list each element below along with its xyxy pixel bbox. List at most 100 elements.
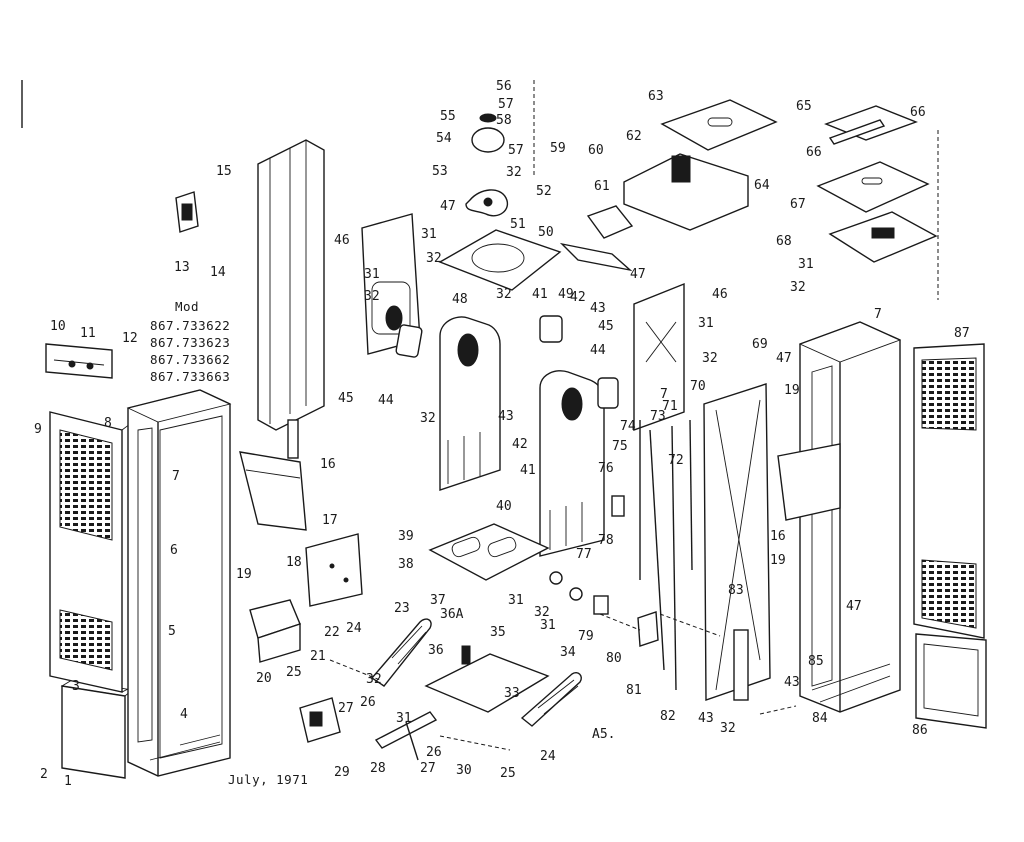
part-52-fan-blade (465, 189, 509, 217)
callout-label: 46 (712, 287, 728, 302)
callout-label: 59 (550, 141, 566, 156)
callout-label: 50 (538, 225, 554, 240)
callout-label: 16 (320, 457, 336, 472)
callout-label: 68 (776, 234, 792, 249)
callout-label: 28 (370, 761, 386, 776)
callout-label: 30 (456, 763, 472, 778)
callout-label: 54 (436, 131, 452, 146)
callout-label: 66 (806, 145, 822, 160)
part-45-heat-exchanger-right (633, 282, 685, 431)
callout-label: 22 (324, 625, 340, 640)
callout-label: 43 (590, 301, 606, 316)
part-6-front-grille-panel (49, 411, 131, 693)
callout-label: 53 (432, 164, 448, 179)
callout-label: 31 (508, 593, 524, 608)
callout-label: 17 (322, 513, 338, 528)
part-42-gasket (539, 315, 563, 343)
part-76-clip (611, 495, 625, 517)
callout-label: 73 (650, 409, 666, 424)
callout-label: 32 (426, 251, 442, 266)
callout-label: 83 (728, 583, 744, 598)
callout-label: 19 (770, 553, 786, 568)
part-28-manifold (374, 711, 438, 761)
part-48-top-plate (438, 229, 562, 291)
part-83-bracket (733, 629, 749, 701)
part-10-11-control-strip (45, 343, 113, 379)
callout-label: 15 (216, 164, 232, 179)
callout-label: 35 (490, 625, 506, 640)
callout-label: 47 (440, 199, 456, 214)
part-87-right-grille-panel (913, 343, 985, 639)
callout-label: 72 (668, 453, 684, 468)
part-69-back-panel (703, 383, 771, 701)
callout-label: 8 (104, 416, 112, 431)
callout-label: 33 (504, 686, 520, 701)
callout-label: 32 (702, 351, 718, 366)
callout-label: 75 (612, 439, 628, 454)
part-66-strips (824, 105, 918, 145)
callout-label: 66 (910, 105, 926, 120)
callout-label: 5 (168, 624, 176, 639)
callout-label: 26 (426, 745, 442, 760)
callout-label: 32 (534, 605, 550, 620)
callout-label: 32 (790, 280, 806, 295)
part-68-plate (828, 211, 938, 263)
part-16-deflector-left (239, 451, 307, 531)
callout-label: 77 (576, 547, 592, 562)
callout-label: 44 (590, 343, 606, 358)
part-67-plate (816, 161, 930, 213)
callout-label: 7 (660, 387, 668, 402)
part-39-base-tray (428, 523, 550, 581)
part-1-lower-front-panel (60, 679, 134, 779)
callout-label: 60 (588, 143, 604, 158)
part-41-heat-exchanger-rear (539, 370, 605, 557)
part-16-deflector-right (777, 443, 841, 521)
callout-label: 79 (578, 629, 594, 644)
callout-label: 69 (752, 337, 768, 352)
callout-label: 42 (570, 290, 586, 305)
callout-label: 41 (520, 463, 536, 478)
part-79-fitting (569, 587, 583, 601)
callout-label: 32 (506, 165, 522, 180)
callout-label: 67 (790, 197, 806, 212)
callout-label: 19 (236, 567, 252, 582)
model-number: 867.733662 (150, 352, 230, 367)
callout-label: 31 (421, 227, 437, 242)
callout-label: 85 (808, 654, 824, 669)
callout-label: 57 (498, 97, 514, 112)
part-23-burner-left (370, 618, 432, 687)
callout-label: 25 (500, 766, 516, 781)
callout-label: 44 (378, 393, 394, 408)
part-29-gas-valve (299, 697, 341, 743)
callout-label: 43 (698, 711, 714, 726)
callout-label: 82 (660, 709, 676, 724)
callout-label: 57 (508, 143, 524, 158)
callout-label: 2 (40, 767, 48, 782)
part-61-flue-box (586, 205, 634, 239)
callout-label: 9 (34, 422, 42, 437)
callout-label: 12 (122, 331, 138, 346)
callout-label: 65 (796, 99, 812, 114)
part-44-gasket-left (395, 324, 423, 358)
callout-label: 31 (540, 618, 556, 633)
callout-label: 78 (598, 533, 614, 548)
callout-label: 45 (598, 319, 614, 334)
callout-label: 32 (496, 287, 512, 302)
callout-label: 1 (64, 774, 72, 789)
model-number: 867.733622 (150, 318, 230, 333)
part-49-flue-pipe (559, 242, 633, 272)
callout-label: 41 (532, 287, 548, 302)
callout-label: 37 (430, 593, 446, 608)
sheet-code: A5. (592, 727, 615, 742)
callout-label: 47 (630, 267, 646, 282)
callout-label: 55 (440, 109, 456, 124)
callout-label: 10 (50, 319, 66, 334)
callout-label: 7 (874, 307, 882, 322)
callout-label: 64 (754, 178, 770, 193)
part-86-lower-panel (915, 633, 987, 729)
callout-label: 86 (912, 723, 928, 738)
parts-70-75-rods (639, 419, 693, 691)
part-34-burner-plate (424, 645, 550, 713)
callout-label: 36 (428, 643, 444, 658)
